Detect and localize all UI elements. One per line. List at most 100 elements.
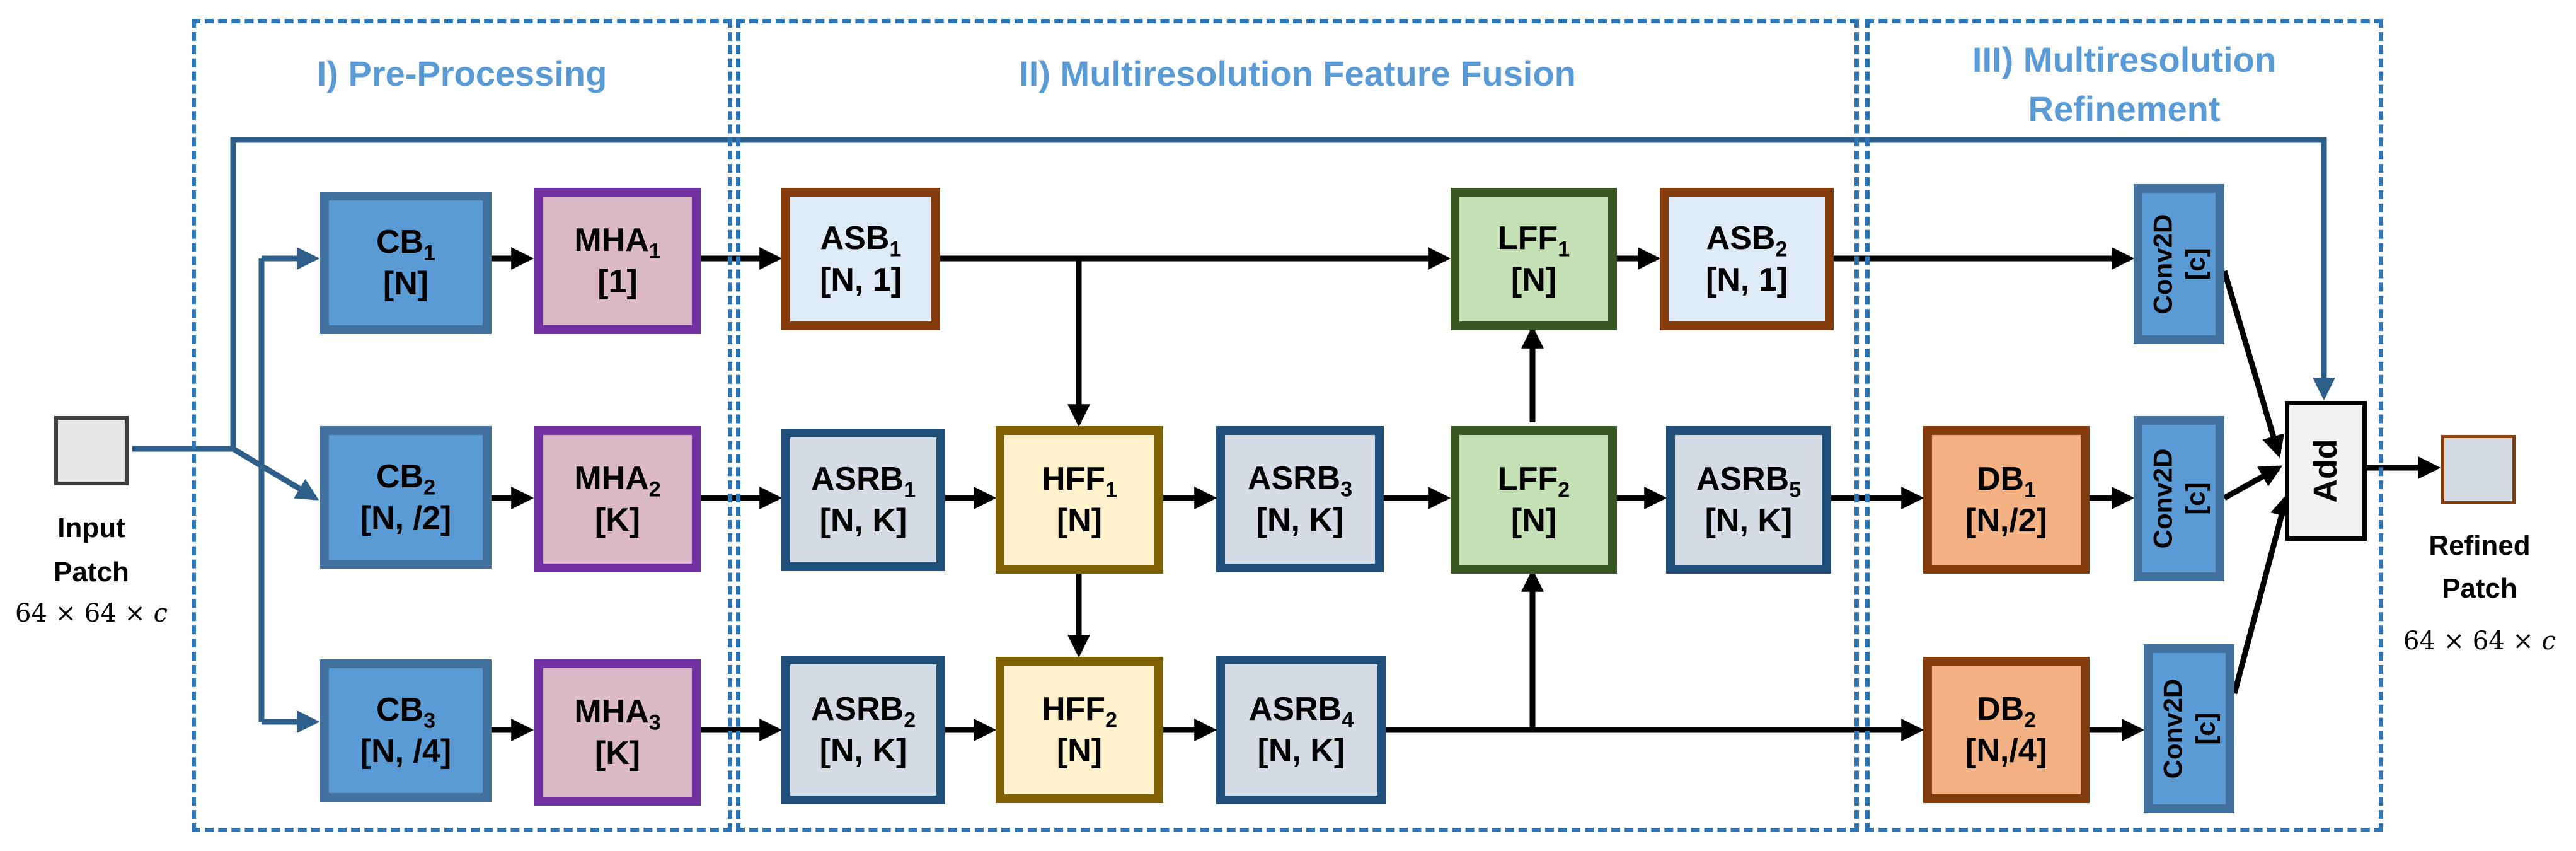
asrb1-name: ASRB (810, 461, 904, 497)
conv3-param: [c] (2190, 712, 2221, 745)
block-cb3: CB3 [N, /4] (320, 659, 492, 802)
block-asrb1: ASRB1 [N, K] (781, 429, 945, 571)
output-label-line1: Refined (2429, 530, 2531, 561)
block-asb2: ASB2 [N, 1] (1660, 188, 1834, 330)
input-label-line2: Patch (54, 557, 129, 588)
add-name: Add (2308, 439, 2344, 503)
mha2-sub: 2 (648, 477, 661, 502)
wire-conv2-add (2222, 465, 2283, 501)
lff1-sub: 1 (1558, 237, 1570, 262)
lff2-param: [N] (1510, 502, 1557, 539)
section-title-refinement-line1: III) Multiresolution (1972, 40, 2277, 79)
block-add: Add (2285, 401, 2367, 541)
block-hff1: HFF1 [N] (996, 426, 1163, 574)
mha1-sub: 1 (648, 239, 661, 263)
output-dims: 64 × 64 × 𝑐 (2403, 627, 2556, 656)
mha2-param: [K] (594, 502, 641, 538)
lff2-sub: 2 (1558, 478, 1570, 502)
output-patch-box (2441, 435, 2516, 504)
wire-conv3-add (2231, 494, 2293, 695)
conv1-name: Conv2D (2148, 214, 2178, 315)
block-mha2: MHA2 [K] (534, 426, 701, 572)
asb2-param: [N, 1] (1706, 262, 1788, 298)
conv1-param: [c] (2180, 248, 2211, 281)
db2-param: [N,/4] (1965, 732, 2047, 769)
conv2-param: [c] (2180, 482, 2211, 515)
hff1-param: [N] (1056, 502, 1103, 539)
input-patch-box (54, 416, 129, 485)
section-feature-fusion-frame (736, 19, 1859, 832)
asrb3-sub: 3 (1340, 477, 1353, 502)
block-lff1: LFF1 [N] (1451, 188, 1617, 330)
asrb1-param: [N, K] (819, 502, 907, 539)
block-asrb4: ASRB4 [N, K] (1216, 656, 1386, 804)
block-asrb3: ASRB3 [N, K] (1216, 426, 1384, 572)
asrb5-param: [N, K] (1705, 502, 1793, 539)
cb3-name: CB (376, 692, 424, 728)
asrb4-param: [N, K] (1257, 732, 1345, 769)
section-refinement-frame (1865, 19, 2383, 832)
block-conv2d-3: Conv2D[c] (2144, 644, 2234, 813)
section-title-feature-fusion: II) Multiresolution Feature Fusion (1019, 54, 1576, 93)
block-mha1: MHA1 [1] (534, 188, 701, 334)
asrb4-sub: 4 (1342, 708, 1354, 732)
block-lff2: LFF2 [N] (1451, 426, 1617, 574)
cb2-sub: 2 (423, 475, 436, 500)
asb2-sub: 2 (1775, 237, 1788, 262)
db1-name: DB (1976, 461, 2025, 497)
hff2-sub: 2 (1105, 708, 1117, 732)
block-conv2d-2: Conv2D[c] (2134, 416, 2224, 581)
wire-conv1-add (2221, 270, 2285, 458)
asrb3-name: ASRB (1247, 460, 1341, 497)
cb1-param: [N] (382, 265, 429, 302)
db2-sub: 2 (2024, 708, 2037, 732)
block-asrb5: ASRB5 [N, K] (1666, 426, 1831, 574)
input-dims: 64 × 64 × 𝑐 (14, 599, 168, 628)
mha3-name: MHA (574, 693, 649, 730)
block-asrb2: ASRB2 [N, K] (781, 656, 945, 804)
asrb2-sub: 2 (904, 708, 916, 732)
block-mha3: MHA3 [K] (534, 659, 701, 806)
asb1-sub: 1 (889, 237, 902, 262)
section-pre-processing-frame (192, 19, 732, 832)
asb2-name: ASB (1706, 220, 1776, 257)
cb1-sub: 1 (423, 241, 436, 265)
mha2-name: MHA (574, 460, 649, 497)
asrb5-sub: 5 (1789, 478, 1802, 502)
hff1-sub: 1 (1105, 478, 1117, 502)
wire-global-skip (230, 137, 2335, 449)
db1-sub: 1 (2024, 478, 2037, 502)
conv2-name: Conv2D (2148, 448, 2178, 549)
asrb2-name: ASRB (810, 691, 904, 727)
db2-name: DB (1976, 691, 2025, 727)
section-title-refinement-line2: Refinement (2028, 89, 2221, 129)
mha3-param: [K] (594, 735, 641, 772)
hff2-param: [N] (1056, 732, 1103, 769)
wire-input-cb2 (231, 446, 319, 501)
block-hff2: HFF2 [N] (996, 657, 1163, 803)
block-cb1: CB1 [N] (320, 192, 492, 334)
mha3-sub: 3 (648, 710, 661, 735)
input-label-line1: Input (57, 512, 125, 543)
asrb5-name: ASRB (1696, 461, 1790, 497)
lff1-name: LFF (1497, 220, 1558, 257)
asrb3-param: [N, K] (1256, 502, 1344, 538)
cb1-name: CB (376, 224, 424, 260)
block-db2: DB2 [N,/4] (1923, 657, 2090, 803)
cb2-name: CB (376, 458, 424, 495)
asb1-param: [N, 1] (820, 262, 902, 298)
asrb4-name: ASRB (1248, 691, 1342, 727)
db1-param: [N,/2] (1965, 502, 2047, 539)
section-title-pre-processing: I) Pre-Processing (316, 54, 607, 93)
block-cb2: CB2 [N, /2] (320, 426, 492, 569)
mha1-param: [1] (597, 263, 638, 300)
lff1-param: [N] (1510, 262, 1557, 298)
output-label-line2: Patch (2442, 573, 2517, 604)
asrb2-param: [N, K] (819, 732, 907, 769)
block-asb1: ASB1 [N, 1] (781, 188, 940, 330)
cb3-sub: 3 (423, 709, 436, 733)
cb3-param: [N, /4] (360, 733, 452, 770)
lff2-name: LFF (1497, 461, 1558, 497)
